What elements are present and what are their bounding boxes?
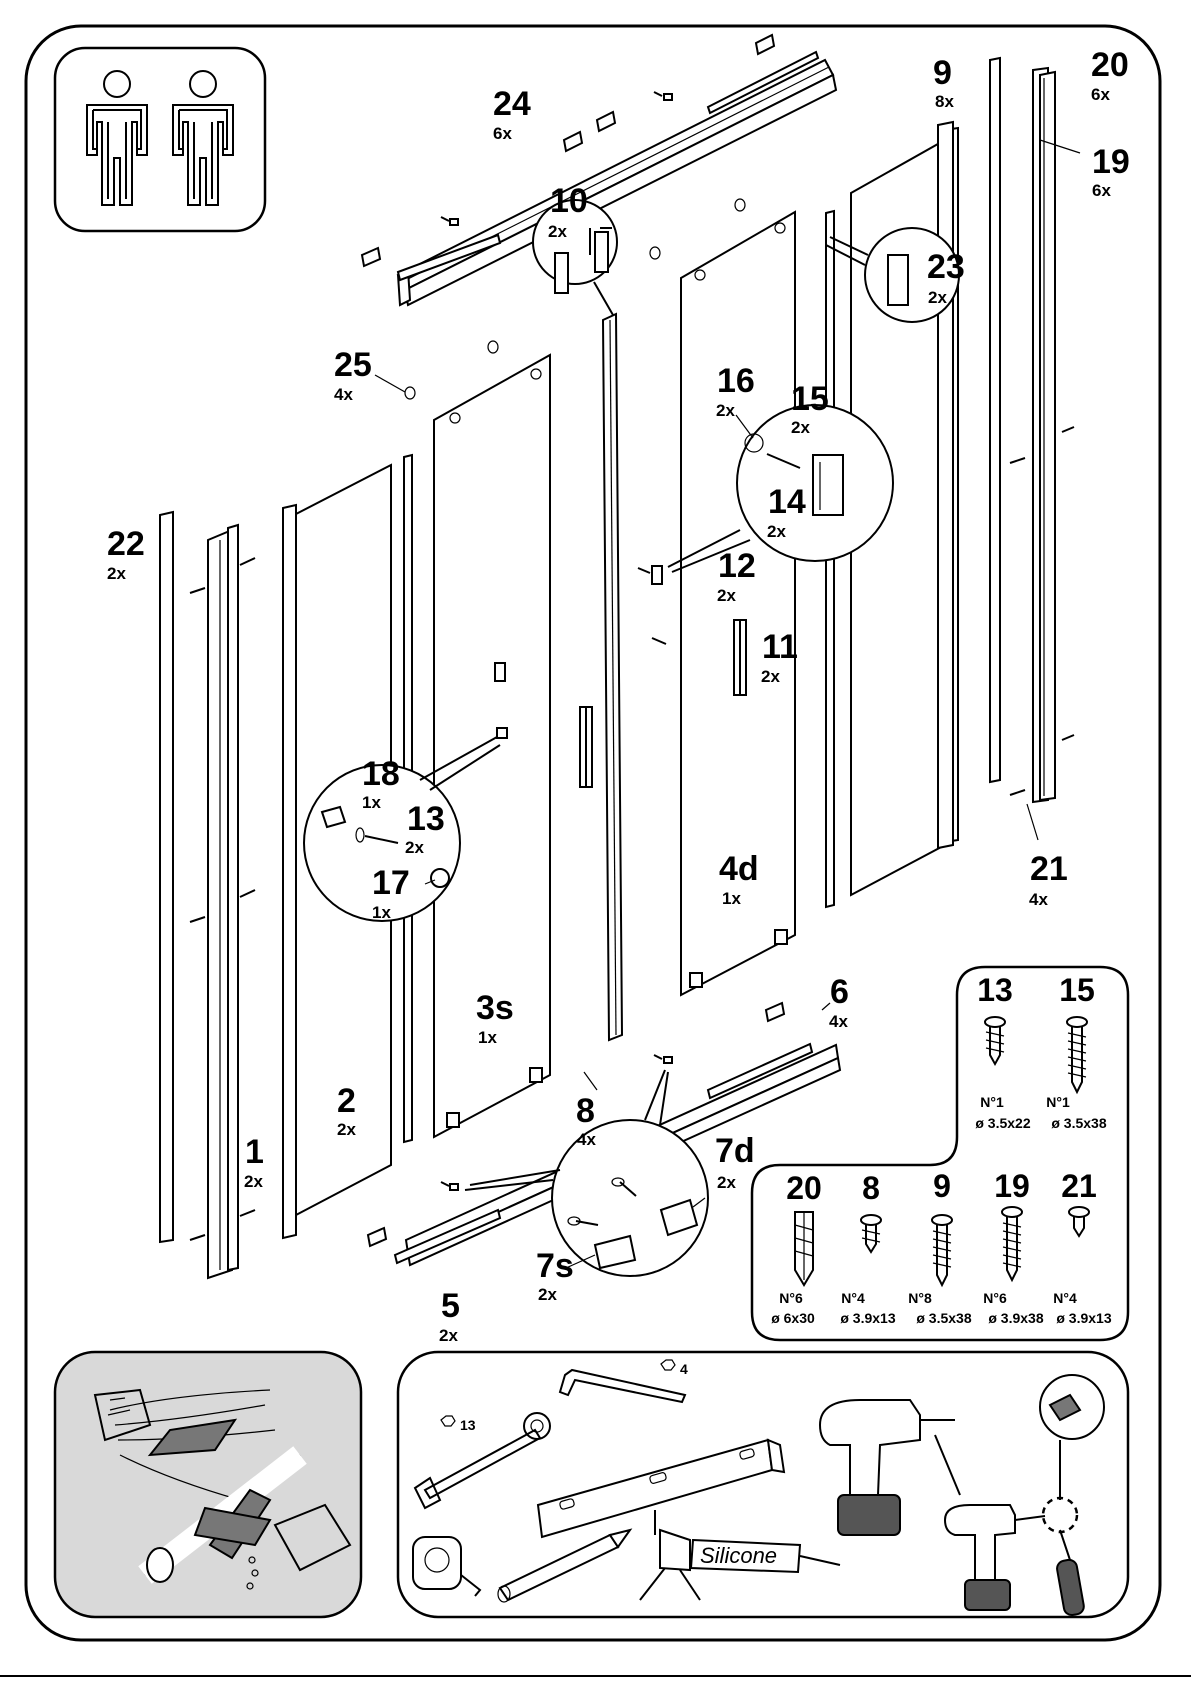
svg-text:Silicone: Silicone bbox=[700, 1543, 777, 1568]
callout-label-12: 12 bbox=[718, 547, 756, 585]
callout-qty-9: 8x bbox=[935, 92, 954, 111]
callout-label-4d: 4d bbox=[719, 850, 759, 888]
svg-text:13: 13 bbox=[460, 1417, 476, 1433]
callout-label-15: 15 bbox=[791, 380, 829, 418]
callout-qty-15: 2x bbox=[791, 418, 810, 437]
callout-qty-10: 2x bbox=[548, 222, 567, 241]
callout-label-11: 11 bbox=[762, 628, 798, 666]
svg-text:20: 20 bbox=[786, 1170, 822, 1206]
callout-label-23: 23 bbox=[927, 248, 965, 286]
svg-text:ø 3.9x13: ø 3.9x13 bbox=[1056, 1310, 1111, 1326]
svg-text:N°6: N°6 bbox=[779, 1290, 803, 1306]
callout-label-25: 25 bbox=[334, 346, 372, 384]
callout-label-20: 20 bbox=[1091, 46, 1129, 84]
callout-label-9: 9 bbox=[933, 54, 952, 92]
svg-text:19: 19 bbox=[994, 1168, 1030, 1204]
callout-label-7s: 7s bbox=[536, 1247, 574, 1285]
callout-qty-25: 4x bbox=[334, 385, 353, 404]
svg-text:ø 6x30: ø 6x30 bbox=[771, 1310, 815, 1326]
svg-text:ø 3.5x38: ø 3.5x38 bbox=[1051, 1115, 1106, 1131]
callout-label-13: 13 bbox=[407, 800, 445, 838]
callout-qty-19: 6x bbox=[1092, 181, 1111, 200]
callout-qty-5: 2x bbox=[439, 1326, 458, 1345]
callout-qty-21: 4x bbox=[1029, 890, 1048, 909]
svg-text:ø 3.9x13: ø 3.9x13 bbox=[840, 1310, 895, 1326]
callout-label-14: 14 bbox=[768, 483, 806, 521]
svg-text:N°4: N°4 bbox=[1053, 1290, 1077, 1306]
svg-text:21: 21 bbox=[1061, 1168, 1097, 1204]
callout-qty-7d: 2x bbox=[717, 1173, 736, 1192]
callout-label-22: 22 bbox=[107, 525, 145, 563]
callout-qty-17: 1x bbox=[372, 903, 391, 922]
two-installers-box bbox=[55, 48, 265, 231]
callout-label-18: 18 bbox=[362, 755, 400, 793]
tools-panel: 4 13 bbox=[398, 1352, 1128, 1617]
callout-qty-24: 6x bbox=[493, 124, 512, 143]
callout-qty-16: 2x bbox=[716, 401, 735, 420]
svg-text:4: 4 bbox=[680, 1361, 688, 1377]
svg-text:N°1: N°1 bbox=[1046, 1094, 1070, 1110]
callout-label-1: 1 bbox=[245, 1133, 264, 1171]
callout-qty-12: 2x bbox=[717, 586, 736, 605]
callout-label-3s: 3s bbox=[476, 989, 514, 1027]
callout-qty-13: 2x bbox=[405, 838, 424, 857]
callout-qty-2: 2x bbox=[337, 1120, 356, 1139]
callout-label-21: 21 bbox=[1030, 850, 1068, 888]
svg-text:ø 3.5x38: ø 3.5x38 bbox=[916, 1310, 971, 1326]
callout-qty-8: 4x bbox=[577, 1130, 596, 1149]
callout-label-7d: 7d bbox=[715, 1132, 755, 1170]
callout-qty-18: 1x bbox=[362, 793, 381, 812]
callout-qty-11: 2x bbox=[761, 667, 780, 686]
callout-label-6: 6 bbox=[830, 973, 849, 1011]
callout-label-19: 19 bbox=[1092, 143, 1130, 181]
callout-label-17: 17 bbox=[372, 864, 410, 902]
drilling-warning-panel bbox=[55, 1352, 361, 1617]
svg-text:ø 3.5x22: ø 3.5x22 bbox=[975, 1115, 1030, 1131]
callout-qty-23: 2x bbox=[928, 288, 947, 307]
svg-text:N°1: N°1 bbox=[980, 1094, 1004, 1110]
svg-text:15: 15 bbox=[1059, 972, 1095, 1008]
svg-text:9: 9 bbox=[933, 1168, 951, 1204]
svg-text:13: 13 bbox=[977, 972, 1013, 1008]
svg-text:8: 8 bbox=[862, 1170, 880, 1206]
callout-label-10: 10 bbox=[550, 182, 588, 220]
svg-text:N°4: N°4 bbox=[841, 1290, 865, 1306]
callout-qty-22: 2x bbox=[107, 564, 126, 583]
svg-text:N°6: N°6 bbox=[983, 1290, 1007, 1306]
callout-qty-6: 4x bbox=[829, 1012, 848, 1031]
callout-qty-14: 2x bbox=[767, 522, 786, 541]
callout-label-5: 5 bbox=[441, 1287, 460, 1325]
svg-text:ø 3.9x38: ø 3.9x38 bbox=[988, 1310, 1043, 1326]
callout-label-24: 24 bbox=[493, 85, 531, 123]
callout-qty-7s: 2x bbox=[538, 1285, 557, 1304]
callout-label-8: 8 bbox=[576, 1092, 595, 1130]
callout-qty-20: 6x bbox=[1091, 85, 1110, 104]
callout-qty-1: 2x bbox=[244, 1172, 263, 1191]
callout-label-2: 2 bbox=[337, 1082, 356, 1120]
callout-qty-4d: 1x bbox=[722, 889, 741, 908]
callout-qty-3s: 1x bbox=[478, 1028, 497, 1047]
svg-text:N°8: N°8 bbox=[908, 1290, 932, 1306]
callout-label-16: 16 bbox=[717, 362, 755, 400]
